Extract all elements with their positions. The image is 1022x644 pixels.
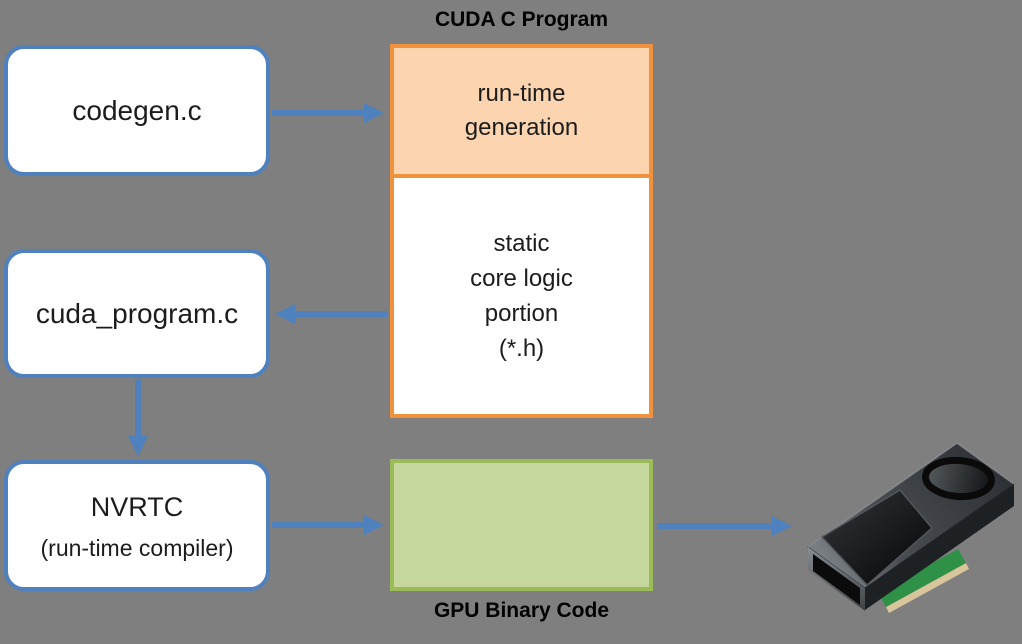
cuda-program-label: cuda_program.c — [35, 297, 239, 329]
gpu-edge-highlight — [807, 442, 1015, 548]
codegen-node: codegen.c — [4, 45, 270, 176]
runtime-generation-section: run-time generation — [394, 48, 649, 178]
static-section-line: core logic — [470, 265, 573, 292]
gpu-binary-code-caption: GPU Binary Code — [433, 599, 610, 622]
cuda-program-node: cuda_program.c — [4, 249, 270, 378]
nvrtc-sublabel: (run-time compiler) — [40, 534, 234, 561]
gpu-card-icon — [807, 442, 1015, 613]
gpu-front-frame — [808, 547, 865, 611]
cuda-c-program-caption: CUDA C Program — [434, 8, 609, 31]
runtime-generation-line: generation — [464, 114, 579, 141]
static-core-logic-section: static core logic portion (*.h) — [394, 178, 649, 414]
static-section-line: (*.h) — [498, 335, 545, 362]
nvrtc-node: NVRTC (run-time compiler) — [4, 460, 270, 591]
gpu-side-face — [865, 484, 1014, 610]
runtime-generation-line: run-time — [477, 80, 566, 107]
codegen-label: codegen.c — [72, 94, 202, 126]
nvrtc-label: NVRTC — [90, 491, 184, 522]
gpu-binary-code-node — [390, 459, 653, 591]
gpu-pcb-connector — [886, 563, 969, 613]
cuda-c-program-node: run-time generation static core logic po… — [390, 44, 653, 418]
static-section-line: static — [493, 230, 550, 257]
static-section-line: portion — [484, 300, 559, 327]
gpu-front-opening — [813, 554, 860, 605]
gpu-pcb — [878, 549, 966, 607]
gpu-window-panel — [820, 489, 933, 586]
gpu-fan-icon — [922, 456, 995, 501]
gpu-top-face — [807, 442, 1015, 589]
